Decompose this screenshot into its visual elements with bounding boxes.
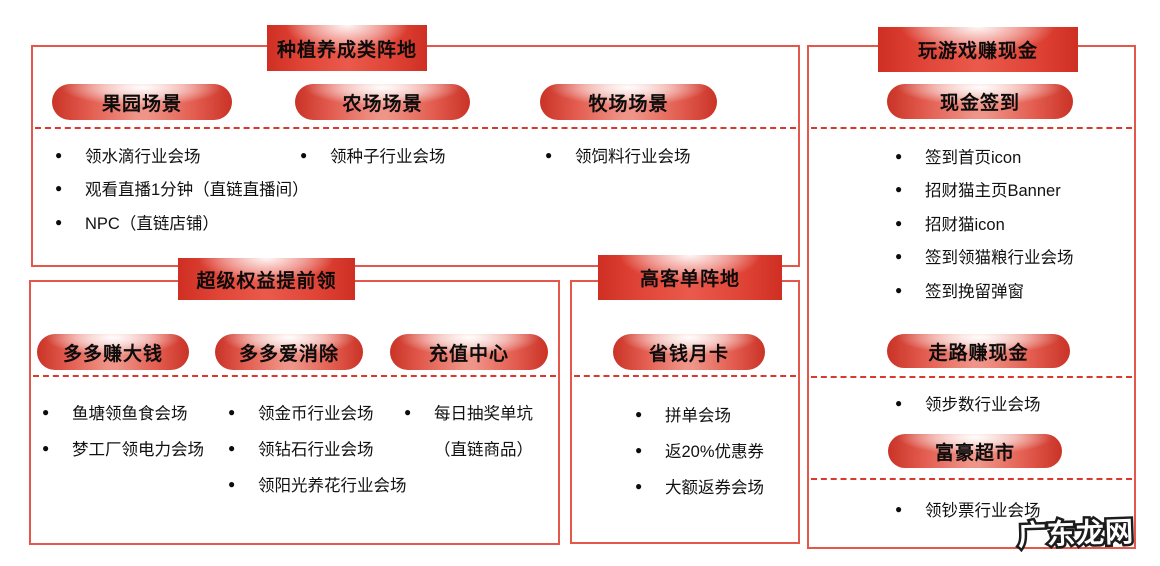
list-item-label: 领水滴行业会场 xyxy=(85,147,201,166)
high-value-divider xyxy=(574,375,796,377)
list-item-label: 大额返券会场 xyxy=(665,479,764,497)
list-item: ● 签到挽留弹窗 xyxy=(895,273,1074,307)
list-item: ● 领钻石行业会场 xyxy=(228,430,407,466)
list-item: ● 鱼塘领鱼食会场 xyxy=(42,394,204,430)
list-item: ● 领种子行业会场 xyxy=(300,138,446,172)
bullet-dot-icon: ● xyxy=(895,182,903,197)
rich-market-item-list: ● 领钞票行业会场 xyxy=(895,492,1041,526)
list-item-label: 签到首页icon xyxy=(925,148,1022,167)
list-item-label: 领钻石行业会场 xyxy=(258,441,374,459)
pill-recharge-center: 充值中心 xyxy=(390,334,548,370)
bullet-dot-icon: ● xyxy=(895,501,903,516)
list-item: ● 招财猫icon xyxy=(895,206,1074,240)
list-item-label: 领种子行业会场 xyxy=(330,147,446,166)
bullet-dot-icon: ● xyxy=(895,215,903,230)
list-item: ● 大额返券会场 xyxy=(635,468,764,504)
game-cash-divider-3 xyxy=(811,478,1132,480)
list-item: ● 招财猫主页Banner xyxy=(895,173,1074,207)
bullet-dot-icon: ● xyxy=(635,443,643,457)
game-cash-divider-1 xyxy=(811,127,1132,129)
list-item-label: 观看直播1分钟（直链直播间） xyxy=(85,181,309,200)
cash-checkin-item-list: ● 签到首页icon ● 招财猫主页Banner ● 招财猫icon ● 签到领猫粮行业… xyxy=(895,139,1074,307)
bullet-dot-icon: ● xyxy=(635,479,643,493)
bullet-dot-icon: ● xyxy=(228,477,236,491)
super-rights-section-title: 超级权益提前领 xyxy=(178,258,355,300)
planting-divider xyxy=(35,127,796,129)
list-item-label: 签到挽留弹窗 xyxy=(925,282,1024,301)
list-item-continuation: （直链商品） xyxy=(404,430,533,466)
walk-earn-item-list: ● 领步数行业会场 xyxy=(895,386,1041,420)
bullet-dot-icon: ● xyxy=(895,282,903,297)
list-item: ● 领饲料行业会场 xyxy=(545,138,691,172)
pill-rich-market: 富豪超市 xyxy=(888,434,1062,468)
watermark-label: 广东龙网 xyxy=(1015,513,1137,553)
bullet-dot-icon: ● xyxy=(228,441,236,455)
list-item-label: 领饲料行业会场 xyxy=(575,147,691,166)
pill-ranch-scene: 牧场场景 xyxy=(540,84,717,120)
ranch-item-list: ● 领饲料行业会场 xyxy=(545,138,691,172)
list-item: ● 领金币行业会场 xyxy=(228,394,407,430)
pill-orchard-scene: 果园场景 xyxy=(52,84,232,120)
pill-walk-earn: 走路赚现金 xyxy=(887,334,1070,368)
list-item: ● 观看直播1分钟（直链直播间） xyxy=(55,172,309,206)
list-item-label: （直链商品） xyxy=(434,441,533,459)
bullet-dot-icon: ● xyxy=(635,407,643,421)
super-rights-divider xyxy=(33,375,556,377)
bullet-dot-icon: ● xyxy=(55,214,63,229)
list-item: ● 领水滴行业会场 xyxy=(55,138,309,172)
list-item: ● 领钞票行业会场 xyxy=(895,492,1041,526)
list-item: ● 返20%优惠券 xyxy=(635,432,764,468)
list-item: ● 梦工厂领电力会场 xyxy=(42,430,204,466)
bullet-dot-icon: ● xyxy=(545,147,553,162)
list-item-label: 领钞票行业会场 xyxy=(925,500,1041,520)
pill-duoduo-earn: 多多赚大钱 xyxy=(37,334,189,370)
pill-cash-checkin: 现金签到 xyxy=(887,84,1073,119)
bullet-dot-icon: ● xyxy=(42,441,50,455)
bullet-dot-icon: ● xyxy=(55,147,63,162)
bullet-dot-icon: ● xyxy=(55,181,63,196)
list-item-label: 鱼塘领鱼食会场 xyxy=(72,405,188,423)
bullet-dot-icon: ● xyxy=(42,405,50,419)
bullet-dot-icon: ● xyxy=(300,147,308,162)
list-item: ● 签到首页icon xyxy=(895,139,1074,173)
list-item: ● 每日抽奖单坑 xyxy=(404,394,533,430)
planting-section-title: 种植养成类阵地 xyxy=(267,25,427,71)
saving-card-item-list: ● 拼单会场 ● 返20%优惠券 ● 大额返券会场 xyxy=(635,396,764,504)
list-item-label: 每日抽奖单坑 xyxy=(434,405,533,423)
list-item-label: 拼单会场 xyxy=(665,407,731,425)
farm-item-list: ● 领种子行业会场 xyxy=(300,138,446,172)
pill-saving-card: 省钱月卡 xyxy=(613,334,765,370)
bullet-dot-icon: ● xyxy=(228,405,236,419)
recharge-item-list: ● 每日抽奖单坑 （直链商品） xyxy=(404,394,533,466)
list-item-label: 返20%优惠券 xyxy=(665,443,765,461)
list-item-label: 招财猫主页Banner xyxy=(925,182,1061,201)
game-cash-section-title: 玩游戏赚现金 xyxy=(878,27,1078,72)
list-item-label: 签到领猫粮行业会场 xyxy=(925,249,1074,268)
duoduo-earn-item-list: ● 鱼塘领鱼食会场 ● 梦工厂领电力会场 xyxy=(42,394,204,466)
list-item-label: 领阳光养花行业会场 xyxy=(258,477,407,495)
high-value-section-title: 高客单阵地 xyxy=(598,255,782,300)
list-item: ● 领步数行业会场 xyxy=(895,386,1041,420)
bullet-dot-icon: ● xyxy=(895,249,903,264)
list-item: ● 拼单会场 xyxy=(635,396,764,432)
list-item-label: 领金币行业会场 xyxy=(258,405,374,423)
list-item: ● 签到领猫粮行业会场 xyxy=(895,240,1074,274)
bullet-dot-icon: ● xyxy=(895,148,903,163)
list-item: ● 领阳光养花行业会场 xyxy=(228,466,407,502)
list-item-label: 梦工厂领电力会场 xyxy=(72,441,204,459)
list-item-label: NPC（直链店铺） xyxy=(85,214,219,233)
game-cash-divider-2 xyxy=(811,376,1132,378)
list-item-label: 招财猫icon xyxy=(925,215,1005,234)
duoduo-match-item-list: ● 领金币行业会场 ● 领钻石行业会场 ● 领阳光养花行业会场 xyxy=(228,394,407,502)
bullet-dot-icon: ● xyxy=(404,405,412,419)
bullet-dot-icon: ● xyxy=(895,395,903,410)
orchard-item-list: ● 领水滴行业会场 ● 观看直播1分钟（直链直播间） ● NPC（直链店铺） xyxy=(55,138,309,239)
list-item-label: 领步数行业会场 xyxy=(925,395,1041,414)
pill-farm-scene: 农场场景 xyxy=(295,84,470,120)
list-item: ● NPC（直链店铺） xyxy=(55,205,309,239)
pill-duoduo-match: 多多爱消除 xyxy=(215,334,363,370)
